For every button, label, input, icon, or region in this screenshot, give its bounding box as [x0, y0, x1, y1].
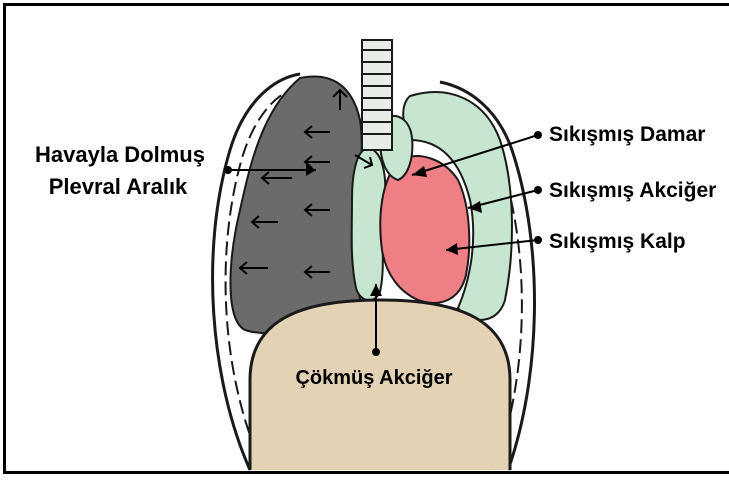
- label-pleural-space-line2: Plevral Aralık: [49, 174, 188, 199]
- label-collapsed-lung: Çökmüş Akciğer: [295, 367, 452, 389]
- label-compressed-vessel: Sıkışmış Damar: [549, 123, 705, 146]
- label-compressed-lung: Sıkışmış Akciğer: [549, 179, 716, 202]
- label-compressed-heart: Sıkışmış Kalp: [549, 230, 686, 253]
- air-filled-pleural-space: [230, 77, 370, 334]
- label-pleural-space-line1: Havayla Dolmuş: [35, 142, 205, 167]
- trachea: [362, 40, 392, 150]
